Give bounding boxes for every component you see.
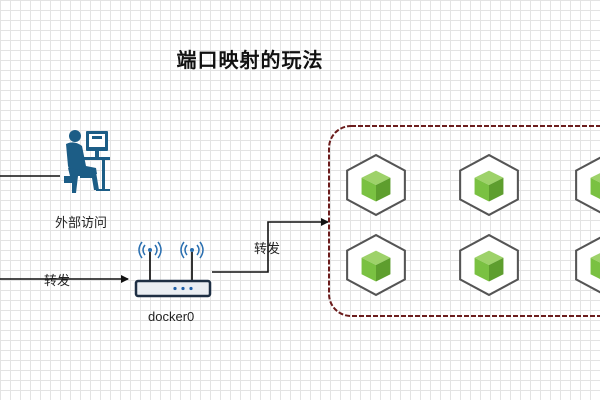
container-cube-icon — [346, 154, 406, 216]
forward-label-right: 转发 — [254, 242, 281, 257]
person-at-computer-icon — [64, 130, 110, 193]
diagram-title: 端口映射的玩法 — [176, 48, 324, 72]
external-access-label: 外部访问 — [55, 216, 108, 231]
forward-label-left: 转发 — [44, 274, 71, 289]
container-cube-icon — [459, 234, 519, 296]
arrow-to-containers — [212, 218, 329, 273]
wireless-router-icon — [134, 241, 212, 298]
container-cube-icon — [459, 154, 519, 216]
container-cube-icon — [346, 234, 406, 296]
router-label: docker0 — [148, 309, 195, 324]
container-group — [328, 125, 600, 317]
container-cube-icon — [575, 234, 600, 296]
container-cube-icon — [575, 154, 600, 216]
